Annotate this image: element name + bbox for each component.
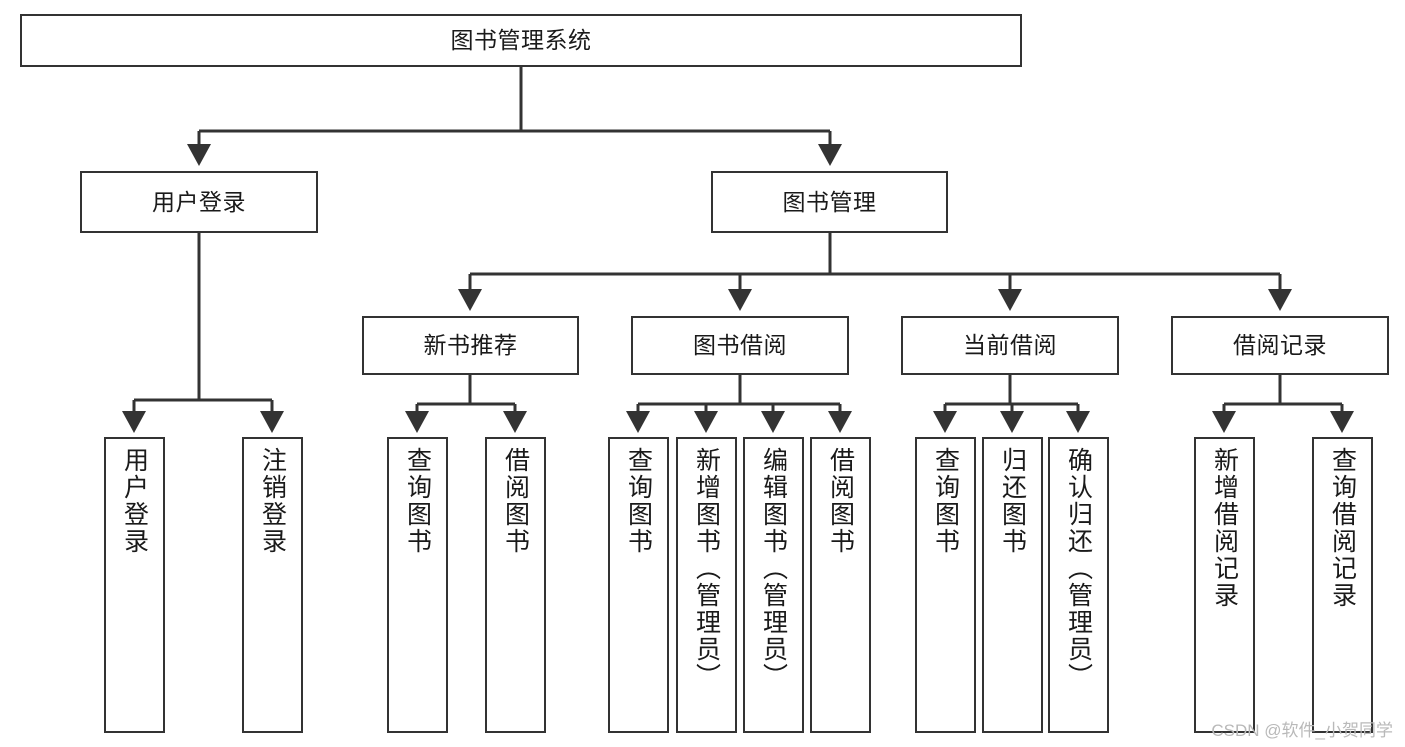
node-leaf-query-book-current[interactable]: 查询图书 [915,437,976,733]
node-leaf-add-book-admin[interactable]: 新增图书（管理员） [676,437,737,733]
node-leaf-borrow-book-rec-label: 借阅图书 [501,447,530,555]
node-leaf-add-borrow-record-label: 新增借阅记录 [1210,447,1239,609]
node-book-manage[interactable]: 图书管理 [711,171,948,233]
node-leaf-logout[interactable]: 注销登录 [242,437,303,733]
node-leaf-borrow-book-rec[interactable]: 借阅图书 [485,437,546,733]
node-leaf-user-login[interactable]: 用户登录 [104,437,165,733]
node-book-borrow[interactable]: 图书借阅 [631,316,849,375]
node-user-login[interactable]: 用户登录 [80,171,318,233]
node-current-borrow-label: 当前借阅 [963,332,1057,359]
node-book-borrow-label: 图书借阅 [693,332,787,359]
node-leaf-query-book-current-label: 查询图书 [931,447,960,555]
csdn-watermark: CSDN @软件_小贺同学 [1211,721,1393,740]
node-new-book-recommend[interactable]: 新书推荐 [362,316,579,375]
node-leaf-query-borrow-record[interactable]: 查询借阅记录 [1312,437,1373,733]
node-leaf-return-book-label: 归还图书 [998,447,1027,555]
node-leaf-query-book-borrow-label: 查询图书 [624,447,653,555]
node-leaf-logout-label: 注销登录 [258,447,287,555]
node-current-borrow[interactable]: 当前借阅 [901,316,1119,375]
node-user-login-label: 用户登录 [152,188,246,215]
node-leaf-edit-book-admin[interactable]: 编辑图书（管理员） [743,437,804,733]
node-leaf-add-book-admin-label: 新增图书（管理员） [692,447,721,690]
node-borrow-record-label: 借阅记录 [1233,332,1327,359]
node-root-label: 图书管理系统 [450,27,592,54]
node-leaf-borrow-book-label: 借阅图书 [826,447,855,555]
node-borrow-record[interactable]: 借阅记录 [1171,316,1389,375]
node-leaf-edit-book-admin-label: 编辑图书（管理员） [759,447,788,690]
node-leaf-add-borrow-record[interactable]: 新增借阅记录 [1194,437,1255,733]
node-leaf-confirm-return-admin[interactable]: 确认归还（管理员） [1048,437,1109,733]
node-book-manage-label: 图书管理 [782,188,877,215]
node-leaf-confirm-return-admin-label: 确认归还（管理员） [1064,447,1093,690]
node-leaf-borrow-book[interactable]: 借阅图书 [810,437,871,733]
node-root[interactable]: 图书管理系统 [20,14,1022,67]
node-new-book-recommend-label: 新书推荐 [423,332,518,359]
node-leaf-user-login-label: 用户登录 [120,447,149,555]
node-leaf-query-book-rec-label: 查询图书 [403,447,432,555]
node-leaf-query-book-borrow[interactable]: 查询图书 [608,437,669,733]
node-leaf-query-book-rec[interactable]: 查询图书 [387,437,448,733]
node-leaf-query-borrow-record-label: 查询借阅记录 [1328,447,1357,609]
node-leaf-return-book[interactable]: 归还图书 [982,437,1043,733]
